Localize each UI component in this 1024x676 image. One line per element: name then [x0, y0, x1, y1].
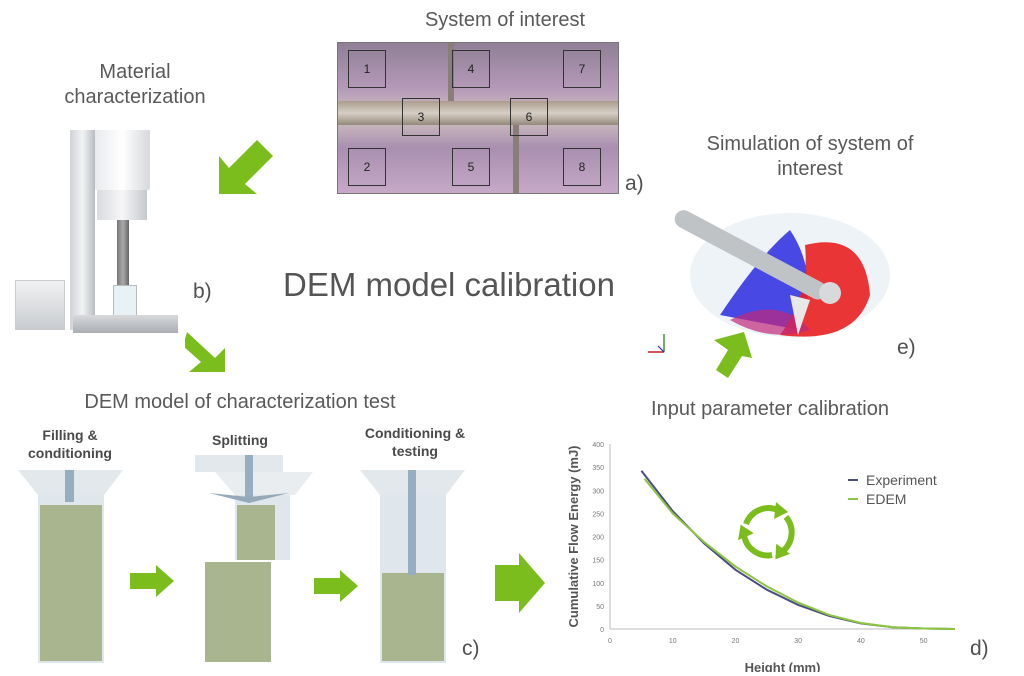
panel-label-b: b): [193, 280, 212, 303]
title-dem-model: DEM model of characterization test: [84, 391, 396, 413]
series-line-experiment: [640, 470, 956, 630]
panel-label-a: a): [625, 172, 644, 195]
y-tick-label: 300: [592, 488, 604, 495]
y-tick-label: 100: [592, 581, 604, 588]
region-box-4: 4: [452, 50, 490, 88]
title-center: DEM model calibration: [283, 266, 615, 303]
step-label-splitting: Splitting: [212, 432, 268, 448]
region-box-3: 3: [402, 98, 440, 136]
y-tick-label: 50: [596, 604, 604, 611]
y-axis-label: Cumulative Flow Energy (mJ): [566, 445, 581, 627]
panel-label-c: c): [462, 637, 480, 660]
title-input-calibration: Input parameter calibration: [651, 398, 889, 420]
arrow-a-to-b-icon: [219, 140, 273, 194]
dem-step-filling: [18, 470, 123, 663]
x-axis-label: Height (mm): [745, 660, 821, 672]
legend-label-experiment: Experiment: [866, 472, 937, 488]
y-tick-label: 250: [592, 511, 604, 518]
dem-step-conditioning: [360, 470, 465, 663]
arrow-b-to-c-icon: [185, 332, 225, 372]
simulation-render: [674, 210, 890, 337]
flow-energy-chart: 0 50 100 150 200 250 300 350 400 0 10 20 30 40 50Heigh…: [566, 442, 956, 672]
title-simulation: Simulation of system of interest: [706, 133, 914, 180]
x-tick-label: 0: [608, 638, 612, 645]
region-box-6: 6: [510, 98, 548, 136]
y-tick-label: 200: [592, 535, 604, 542]
arrow-c-to-d-icon: [495, 553, 545, 613]
step-label-conditioning: Conditioning & testing: [364, 425, 466, 459]
arrow-d-to-e-icon: [714, 332, 752, 378]
y-tick-label: 0: [600, 627, 604, 634]
y-tick-label: 350: [592, 465, 604, 472]
series-line-edem: [643, 478, 956, 630]
panel-label-e: e): [897, 336, 916, 359]
x-tick-label: 20: [732, 638, 740, 645]
title-system-of-interest: System of interest: [424, 9, 586, 31]
title-material-characterization: Material characterization: [64, 61, 206, 108]
region-box-8: 8: [563, 148, 601, 186]
legend-label-edem: EDEM: [866, 491, 906, 507]
x-tick-label: 30: [794, 638, 802, 645]
region-box-1: 1: [348, 50, 386, 88]
arrow-step2-icon: [314, 570, 358, 602]
axis-triad-icon: [648, 334, 665, 353]
dem-step-splitting: [195, 455, 313, 662]
step-label-filling: Filling & conditioning: [28, 427, 112, 461]
system-photo: [337, 42, 619, 194]
region-box-7: 7: [563, 50, 601, 88]
cycle-icon: [738, 502, 795, 560]
x-tick-label: 50: [920, 638, 928, 645]
arrow-step1-icon: [130, 565, 174, 597]
panel-label-d: d): [970, 637, 989, 660]
x-tick-label: 10: [669, 638, 677, 645]
region-box-2: 2: [348, 148, 386, 186]
region-box-5: 5: [452, 148, 490, 186]
ft4-instrument: [15, 130, 185, 345]
y-tick-label: 150: [592, 558, 604, 565]
x-tick-label: 40: [857, 638, 865, 645]
y-tick-label: 400: [592, 442, 604, 449]
